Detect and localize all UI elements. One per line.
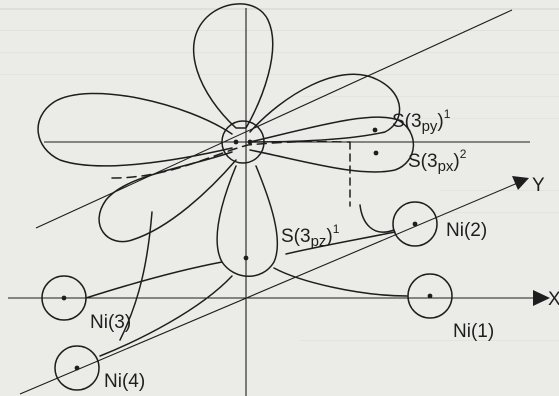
py-marker-dot [372,127,378,133]
bonding-curves [85,204,408,357]
upper-lobe [192,3,274,129]
sulfur-nucleus-dot [233,139,239,145]
pz-marker-dot [243,255,249,261]
ni1-bond-curve [273,267,408,297]
left-lobe [37,92,233,167]
ni1-circle [407,273,453,319]
ni4-nucleus-dot [74,365,80,371]
ni4-bond-curve-a [119,211,153,341]
sulfur-atom [221,120,265,164]
sulfur-atom-circle [221,120,265,164]
ni2-pz-bond-curve [285,231,396,255]
ni4-label: Ni(4) [104,371,145,392]
y-axis-line [19,181,521,395]
ni1-nucleus-dot [427,293,433,299]
y-axis-arrow-icon [512,176,529,190]
pz-lobe [216,165,279,277]
ni2-nucleus-dot [412,221,418,227]
marker-dots [243,127,379,261]
x-axis-arrow-icon [533,290,550,306]
ni4-bond-curve-b [99,275,233,357]
ni2-circle [392,201,438,247]
labels: Y X S(3py)1 S(3px)2 S(3pz)1 Ni(2) Ni(1) … [90,107,559,392]
ni2-bond-curve [359,204,395,233]
py-lobe [249,73,401,143]
sulfur-nucleus-dot [247,139,253,145]
orbital-lobes [37,3,415,277]
orbital-label-3px: S(3px)2 [408,147,467,175]
ni3-nucleus-dot [61,295,67,301]
ni3-label: Ni(3) [90,312,131,333]
ni1-label: Ni(1) [453,321,494,342]
nickel-atoms [41,201,453,391]
bleed-through-texture [0,8,559,341]
px-node-dashed-curve [111,140,351,179]
ni3-bond-curve [85,261,223,299]
px-marker-dot [373,150,379,156]
ni4-circle [54,345,100,391]
px-lobe [249,116,415,173]
x-axis-label: X [548,289,559,310]
orbital-label-3pz: S(3pz)1 [281,222,340,250]
y-axis-label: Y [532,175,545,196]
orbital-label-3py: S(3py)1 [392,107,451,135]
ni2-label: Ni(2) [446,220,487,241]
